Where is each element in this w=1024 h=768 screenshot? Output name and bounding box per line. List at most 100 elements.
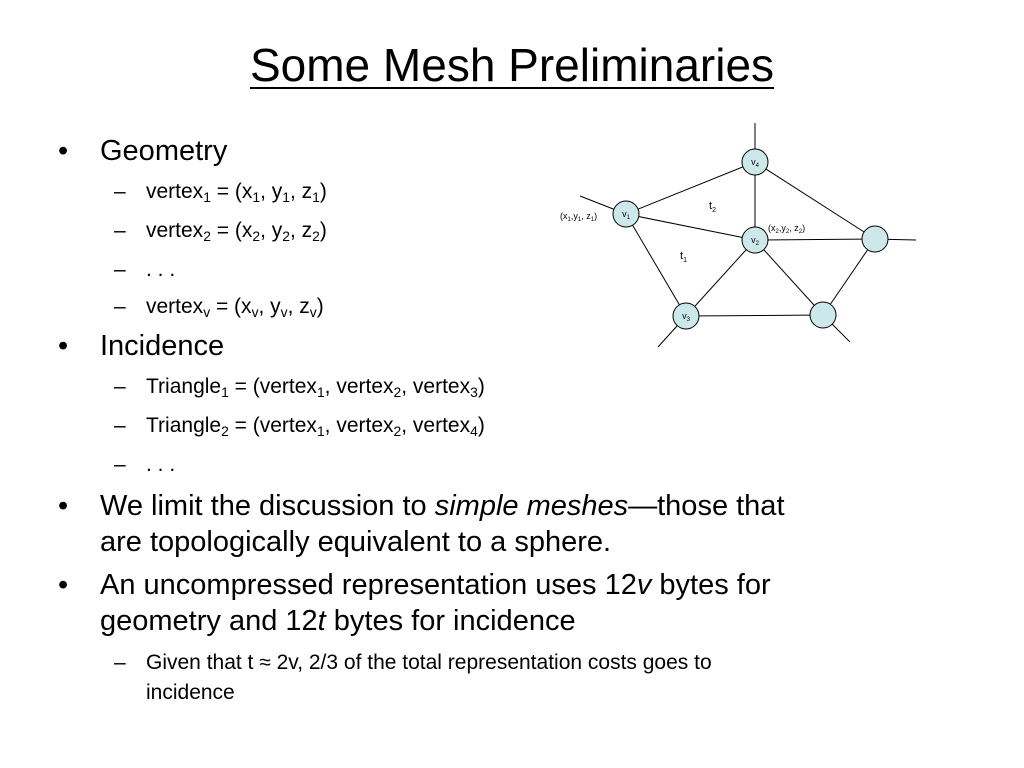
text-run: , vertex [324, 414, 394, 437]
slide-title: Some Mesh Preliminaries [249, 39, 775, 91]
subscript: 4 [470, 423, 478, 440]
v2-label: v2 [751, 235, 760, 247]
text-run: , z [289, 180, 313, 203]
sub-vertex-v: – vertexv = (xv, yv, zv) [114, 292, 324, 322]
subscript: 2 [252, 228, 261, 245]
v4-label: v4 [751, 157, 760, 169]
vertex-v3-node [672, 302, 700, 330]
text-run: , y [260, 180, 283, 203]
t1-label: t1 [680, 250, 687, 264]
sub-ellipsis-geometry: – . . . [114, 255, 176, 285]
coord-v2-label: (x2,y2, z2) [768, 223, 805, 235]
edge [625, 213, 756, 241]
t2-label: t2 [709, 200, 716, 214]
text-run: Triangle [146, 375, 222, 398]
text-run: ) [477, 375, 485, 398]
coord-v1-label: (x1,y1, z1) [560, 211, 597, 223]
bullet-incidence-text: Incidence [100, 330, 225, 362]
dash-mark: – [114, 219, 126, 242]
bullet-mark: • [58, 490, 69, 522]
text-run: , y [258, 295, 281, 318]
text-run: = (x [210, 180, 253, 203]
v3-label: v3 [682, 311, 691, 323]
mesh-diagram: v4 v1 v2 v3 t2 t1 (x1,y1, z1) (x2,y2, z2… [560, 123, 917, 348]
mesh-edges [579, 123, 917, 348]
text-run: ) [319, 219, 327, 242]
vertex-v1-node [612, 200, 640, 228]
text-run: , y [260, 219, 283, 242]
text-run: Given that t ≈ 2v, 2/3 of the total repr… [146, 651, 712, 674]
text-run: , vertex [401, 414, 471, 437]
subscript: v [203, 304, 211, 321]
text-run: We limit the discussion to [100, 490, 435, 522]
vertex-v2-node [741, 226, 769, 254]
subscript: v [309, 304, 317, 321]
sub-triangle-1: – Triangle1 = (vertex1, vertex2, vertex3… [114, 372, 485, 402]
text-run: ) [316, 295, 324, 318]
text-run: , vertex [324, 375, 394, 398]
subscript: 3 [470, 384, 478, 401]
subscript: 1 [221, 384, 229, 401]
mesh-nodes [612, 148, 889, 330]
subscript: 2 [221, 423, 229, 440]
bullet-mark: • [58, 569, 69, 601]
text-run: = (x [210, 219, 253, 242]
text-run: , z [287, 295, 310, 318]
bullet-mark: • [58, 330, 69, 362]
bullet-mark: • [58, 135, 69, 167]
text-run: Triangle [146, 414, 222, 437]
edge [822, 238, 876, 316]
text-run: —those that [628, 490, 785, 522]
subscript: 1 [316, 384, 325, 401]
bullet-uncompressed: • An uncompressed representation uses 12… [58, 567, 771, 639]
coordinate-labels: (x1,y1, z1) (x2,y2, z2) [560, 211, 805, 235]
bullet-simple-meshes: • We limit the discussion to simple mesh… [58, 488, 785, 560]
triangle-labels: t2 t1 [680, 200, 716, 264]
edge [625, 213, 687, 317]
subscript: 1 [282, 189, 290, 206]
subscript: 1 [203, 189, 211, 206]
text-run: = (x [210, 295, 252, 318]
sub-given-that: – Given that t ≈ 2v, 2/3 of the total re… [114, 648, 712, 708]
text-run: vertex [146, 295, 204, 318]
subscript: 2 [312, 228, 320, 245]
text-run: ) [477, 414, 485, 437]
text-run: are topologically equivalent to a sphere… [100, 526, 612, 558]
subscript: v [251, 304, 259, 321]
sub-ellipsis-incidence: – . . . [114, 450, 176, 480]
subscript: 2 [282, 228, 290, 245]
subscript: 2 [393, 384, 402, 401]
dash-mark: – [114, 414, 126, 437]
subscript: 2 [203, 228, 211, 245]
edge [754, 239, 824, 316]
sub-triangle-2: – Triangle2 = (vertex1, vertex2, vertex4… [114, 411, 485, 441]
text-run: vertex [146, 219, 204, 242]
subscript: 1 [312, 189, 320, 206]
text-run: . . . [146, 453, 176, 476]
bullet-geometry: • Geometry [58, 133, 228, 169]
edge [685, 314, 824, 317]
vertex-node [809, 301, 837, 329]
edge [754, 161, 876, 240]
text-run: ) [319, 180, 327, 203]
vertex-v4-node [741, 148, 769, 176]
edge [754, 238, 876, 241]
emphasis-text: t [317, 605, 326, 637]
vertex-node [861, 225, 889, 253]
dash-mark: – [114, 651, 126, 674]
emphasis-text: v [636, 569, 652, 601]
dash-mark: – [114, 295, 126, 318]
subscript: 2 [393, 423, 402, 440]
v1-label: v1 [622, 209, 631, 221]
text-run: . . . [146, 258, 176, 281]
text-run: , vertex [401, 375, 471, 398]
text-run: geometry and 12 [100, 605, 318, 637]
dash-mark: – [114, 375, 126, 398]
text-run: , z [289, 219, 313, 242]
text-run: = (vertex [228, 375, 317, 398]
text-run: bytes for incidence [325, 605, 576, 637]
dash-mark: – [114, 453, 126, 476]
bullet-geometry-text: Geometry [100, 135, 228, 167]
subscript: 1 [252, 189, 261, 206]
